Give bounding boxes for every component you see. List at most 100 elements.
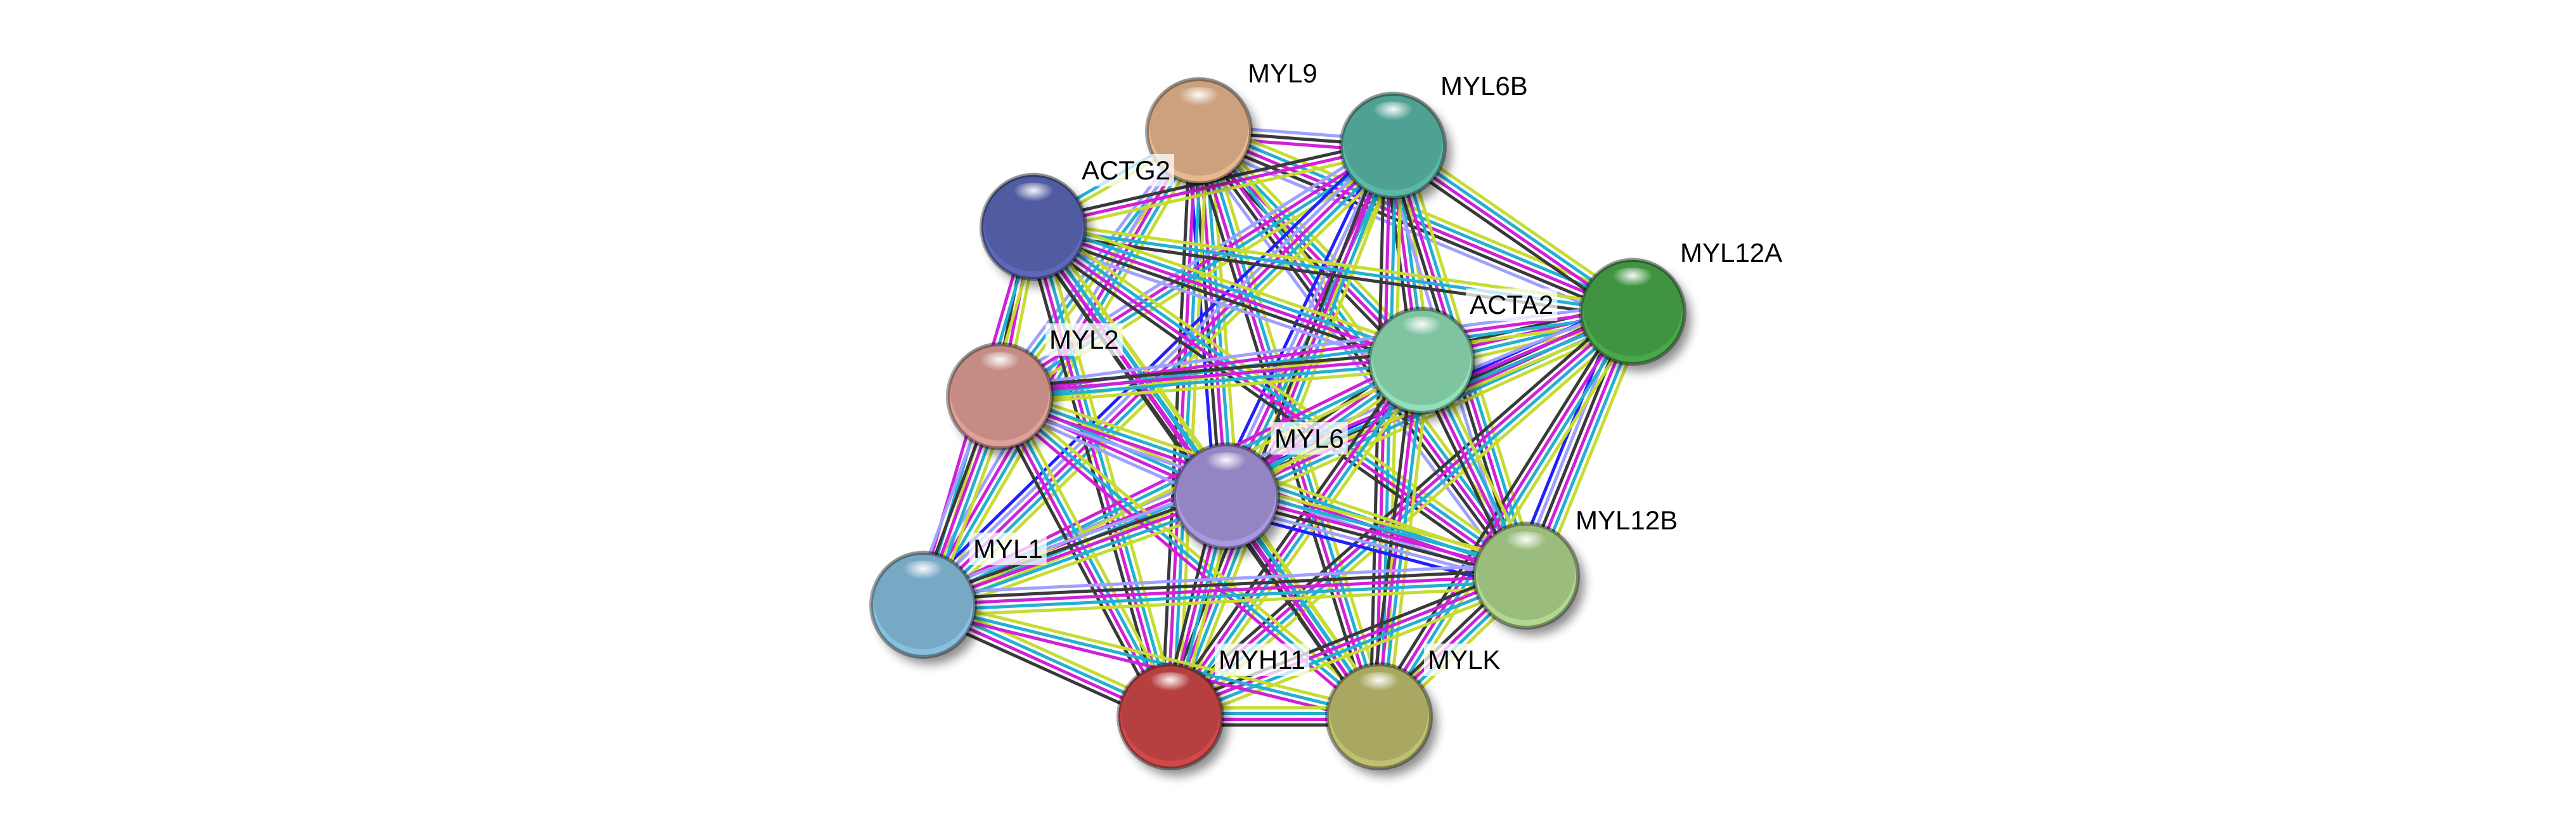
edge-line-coexpression	[999, 351, 1421, 390]
node-rim	[946, 342, 1054, 450]
edge-line-textmining	[924, 597, 1381, 713]
edge-line-textmining	[1037, 214, 1426, 352]
node-mylk[interactable]	[1325, 662, 1433, 770]
edge-line-coexpression	[922, 568, 1526, 601]
label-myl2: MYL2	[1045, 323, 1123, 356]
edge-line-coexpression	[1369, 145, 1387, 716]
edge-line-textmining	[923, 585, 1527, 618]
node-gloss	[1350, 672, 1408, 704]
node-label: MYH11	[1219, 645, 1305, 675]
label-myl12a: MYL12A	[1676, 236, 1787, 269]
edge-line-coexpression	[921, 489, 1225, 601]
edge-line-homology	[922, 562, 1526, 595]
edge-line-homology	[1188, 137, 1518, 584]
edge-line-experiments	[1030, 228, 1525, 579]
edge-line-experiments	[1033, 144, 1394, 229]
node-myl6[interactable]	[1172, 442, 1280, 550]
node-gloss	[1004, 183, 1063, 214]
label-acta2: ACTA2	[1466, 288, 1558, 321]
edge-line-database	[1380, 313, 1636, 719]
edge-line-database	[1227, 486, 1529, 569]
node-rim	[1472, 522, 1580, 630]
node-myl2[interactable]	[946, 342, 1054, 450]
node-label: ACTA2	[1470, 290, 1553, 320]
node-label: MYLK	[1428, 645, 1500, 675]
edge-line-cooccurrence	[1222, 508, 1523, 592]
node-label: MYL12B	[1576, 505, 1678, 535]
edge-line-database	[1171, 361, 1425, 720]
edge-line-textmining	[1002, 391, 1384, 714]
edge-line-experiments	[1168, 571, 1526, 716]
edge-MYL1-MYLK[interactable]	[921, 597, 1381, 724]
edge-line-database	[922, 603, 1380, 718]
node-label: MYL9	[1248, 58, 1317, 88]
edge-line-experiments	[921, 609, 1378, 724]
node-myl12b[interactable]	[1472, 521, 1580, 630]
node-label: MYL6	[1274, 424, 1344, 453]
node-gloss	[1141, 672, 1200, 704]
label-myl6b: MYL6B	[1437, 70, 1532, 102]
edge-line-textmining	[1230, 321, 1638, 508]
node-rim	[1172, 443, 1280, 550]
label-background	[1215, 644, 1309, 676]
node-rim	[1325, 663, 1433, 770]
node-rim	[869, 551, 977, 659]
node-actg2[interactable]	[980, 172, 1087, 281]
edge-line-database	[1170, 576, 1528, 721]
node-myl1[interactable]	[869, 550, 977, 659]
label-mylk: MYLK	[1424, 644, 1505, 676]
edge-line-textmining	[1000, 367, 1423, 406]
edge-MYL12B-MYL1[interactable]	[922, 562, 1527, 618]
edge-line-coexpression	[1162, 354, 1416, 713]
edge-line-textmining	[1173, 582, 1530, 726]
edge-line-coexpression	[1031, 231, 1420, 368]
node-label: ACTG2	[1082, 155, 1170, 185]
label-background	[1424, 644, 1505, 676]
node-gloss	[1364, 101, 1422, 133]
node-gloss	[1497, 531, 1555, 563]
edge-ACTA2-MYL2[interactable]	[999, 351, 1423, 406]
node-gloss	[971, 352, 1029, 384]
edge-line-textmining	[1037, 218, 1532, 571]
label-actg2: ACTG2	[1078, 154, 1175, 186]
edge-line-textmining	[1229, 481, 1531, 564]
node-rim	[1579, 258, 1686, 366]
edge-line-experiments	[995, 399, 1376, 722]
label-myl6: MYL6	[1271, 422, 1348, 455]
edge-line-database	[1034, 223, 1529, 575]
edge-line-experiments	[999, 356, 1421, 396]
edge-MYL6-MYL1[interactable]	[919, 484, 1231, 618]
node-label: MYL12A	[1680, 238, 1782, 268]
node-gloss	[1170, 87, 1228, 119]
node-gloss	[1603, 268, 1662, 299]
node-myh11[interactable]	[1116, 662, 1224, 770]
node-label: MYL2	[1049, 325, 1119, 354]
node-rim	[1116, 663, 1224, 770]
edge-line-database	[1035, 220, 1424, 357]
edge-line-homology	[919, 484, 1223, 596]
label-background	[1437, 70, 1532, 102]
edge-ACTG2-MYL12B[interactable]	[1027, 218, 1532, 585]
label-background	[1045, 323, 1123, 356]
label-background	[1676, 236, 1787, 269]
edge-line-database	[1000, 394, 1175, 716]
node-myl12a[interactable]	[1579, 257, 1686, 366]
label-myh11: MYH11	[1215, 644, 1309, 676]
label-background	[1244, 57, 1321, 89]
edge-line-experiments	[922, 574, 1527, 607]
node-myl6b[interactable]	[1339, 91, 1447, 200]
node-gloss	[1392, 316, 1451, 348]
node-gloss	[894, 560, 952, 592]
node-label: MYL1	[973, 534, 1043, 564]
node-acta2[interactable]	[1368, 306, 1475, 415]
node-rim	[1145, 77, 1253, 185]
edge-line-textmining	[929, 134, 1208, 611]
edge-line-textmining	[1040, 224, 1181, 715]
label-myl12b: MYL12B	[1572, 504, 1682, 536]
label-background	[1572, 504, 1682, 536]
node-rim	[1368, 307, 1475, 415]
edge-MYL12B-MYH11[interactable]	[1167, 566, 1530, 726]
label-background	[1466, 288, 1558, 321]
